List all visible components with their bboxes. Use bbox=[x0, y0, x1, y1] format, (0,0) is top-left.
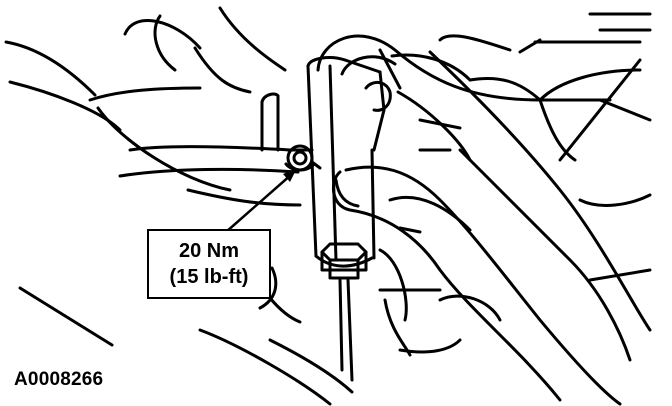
left-bracket bbox=[18, 92, 302, 347]
right-hose bbox=[428, 12, 652, 362]
torque-imperial: (15 lb-ft) bbox=[169, 266, 249, 288]
torque-metric: 20 Nm bbox=[178, 240, 240, 262]
arrowhead-icon bbox=[283, 168, 297, 182]
lower-hose bbox=[331, 165, 622, 406]
nut-icon bbox=[320, 242, 368, 382]
lower-housing bbox=[198, 118, 502, 406]
figure-id: A0008266 bbox=[14, 369, 104, 390]
upper-left-housing bbox=[4, 6, 287, 192]
torque-callout-box: 20 Nm (15 lb-ft) bbox=[147, 229, 271, 299]
bolt-icon bbox=[284, 144, 322, 172]
upper-hose bbox=[316, 34, 642, 162]
mounting-plate bbox=[306, 56, 392, 268]
leader-arrow bbox=[224, 172, 294, 234]
